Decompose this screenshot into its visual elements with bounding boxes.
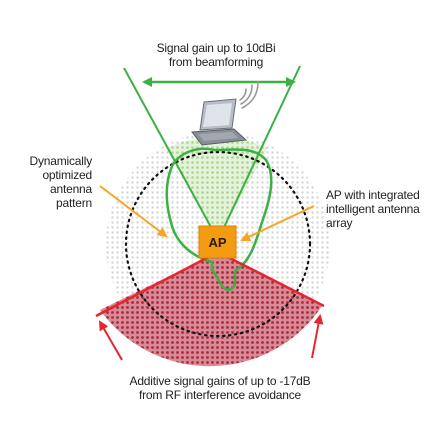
interference-label-line-1: Additive signal gains of up to -17dB <box>129 374 311 388</box>
ap-description-label-line-2: intelligent antenna <box>326 202 420 216</box>
ap-arrow <box>240 205 315 242</box>
interference-edge-left <box>95 250 219 318</box>
coverage-circle <box>124 150 312 338</box>
interference-arrow-left <box>98 320 123 361</box>
interference-label-line-2: from RF interference avoidance <box>138 388 302 402</box>
antenna-pattern-label-line-2: optimized <box>42 168 92 182</box>
antenna-pattern-label-line-1: Dynamically <box>29 154 93 168</box>
ap-description-label: AP with integrated intelligent antenna a… <box>326 188 436 230</box>
beamforming-label-line-1: Signal gain up to 10dBi <box>156 41 276 55</box>
pattern-arrow <box>99 185 168 238</box>
ap-box-label: AP <box>208 235 226 250</box>
beamforming-label: Signal gain up to 10dBi from beamforming <box>136 41 296 69</box>
interference-label: Additive signal gains of up to -17dB fro… <box>100 374 340 402</box>
antenna-pattern-label-line-3: antenna <box>50 182 92 196</box>
access-point-box: AP <box>198 225 237 259</box>
ap-description-label-line-3: array <box>326 216 353 230</box>
antenna-pattern-label-line-4: pattern <box>56 196 92 210</box>
laptop-icon <box>191 98 248 146</box>
interference-arrow-right <box>311 314 324 359</box>
beamforming-label-line-2: from beamforming <box>168 55 264 69</box>
interference-avoidance-sector <box>100 252 322 367</box>
antenna-pattern-lobe <box>165 147 273 292</box>
interference-edge-right <box>217 250 325 308</box>
antenna-pattern-label: Dynamically optimized antenna pattern <box>8 154 93 210</box>
wifi-signal-icon <box>239 81 259 109</box>
beam-boundary-left <box>123 67 219 241</box>
ap-description-label-line-1: AP with integrated <box>326 188 420 202</box>
beamforming-cone-fill <box>166 137 268 238</box>
